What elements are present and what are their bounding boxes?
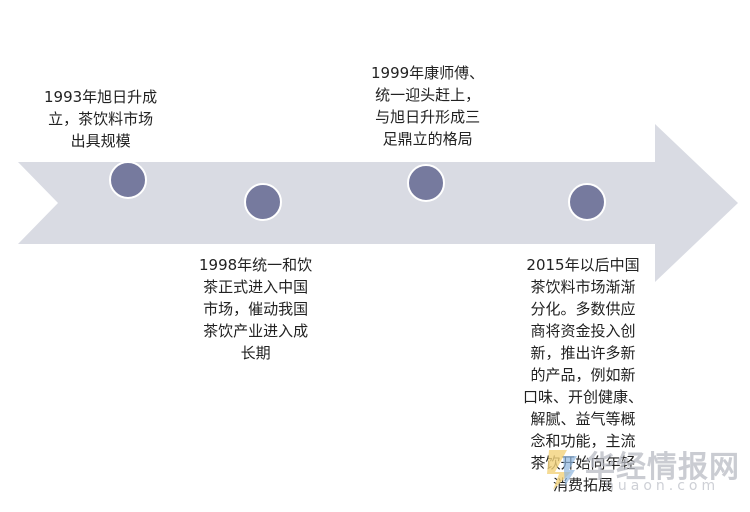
milestone-dot-1993 — [109, 161, 147, 199]
watermark: 华经情报网 huaon.com — [545, 440, 745, 500]
arrow-shape — [18, 124, 738, 282]
milestone-label-1998: 1998年统一和饮 茶正式进入中国 市场，催动我国 茶饮产业进入成 长期 — [199, 256, 313, 362]
watermark-brand: 华经情报网 — [585, 450, 740, 485]
milestone-dot-1998 — [244, 183, 282, 221]
milestone-dot-2015 — [568, 183, 606, 221]
milestone-label-2015: 2015年以后中国 茶饮料市场渐渐 分化。多数供应 商将资金投入创 新，推出许多… — [523, 256, 644, 494]
milestone-label-1993: 1993年旭日升成 立，茶饮料市场 出具规模 — [44, 88, 158, 150]
watermark-logo-icon — [547, 450, 577, 490]
milestone-label-1999: 1999年康师傅、 统一迎头赶上， 与旭日升形成三 足鼎立的格局 — [371, 64, 485, 148]
milestone-dot-1999 — [407, 164, 445, 202]
watermark-url: huaon.com — [605, 478, 720, 494]
